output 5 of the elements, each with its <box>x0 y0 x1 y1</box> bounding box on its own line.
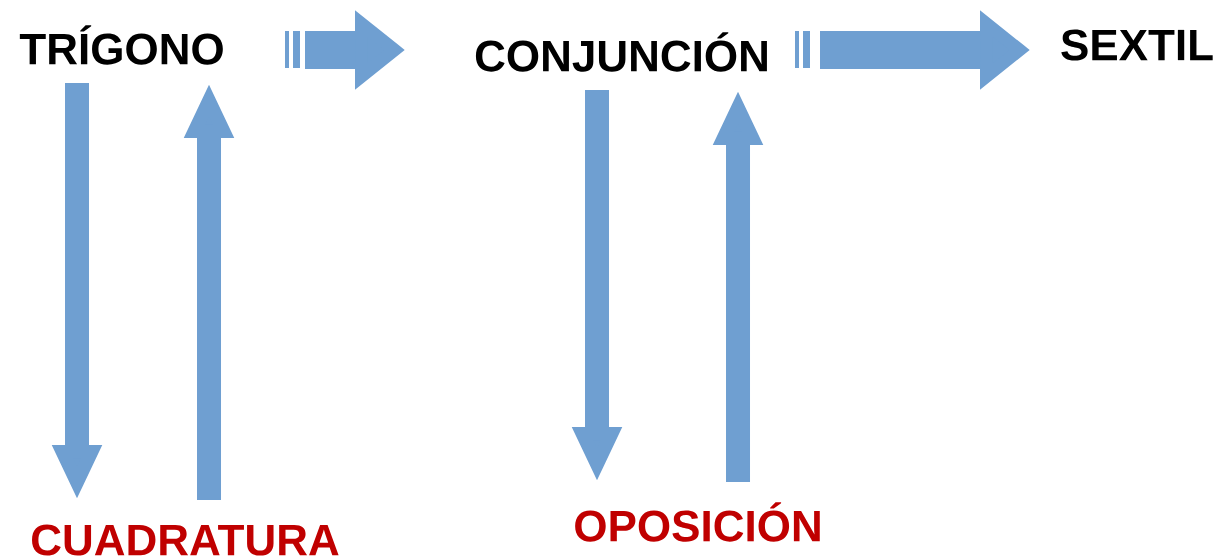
term-label: SEXTIL <box>1061 29 1213 61</box>
term-label: CONJUNCIÓN <box>475 32 767 72</box>
term-label: OPOSICIÓN <box>575 502 820 542</box>
term-label: CUADRATURA <box>32 524 339 556</box>
term-label: TRÍGONO <box>19 25 223 65</box>
